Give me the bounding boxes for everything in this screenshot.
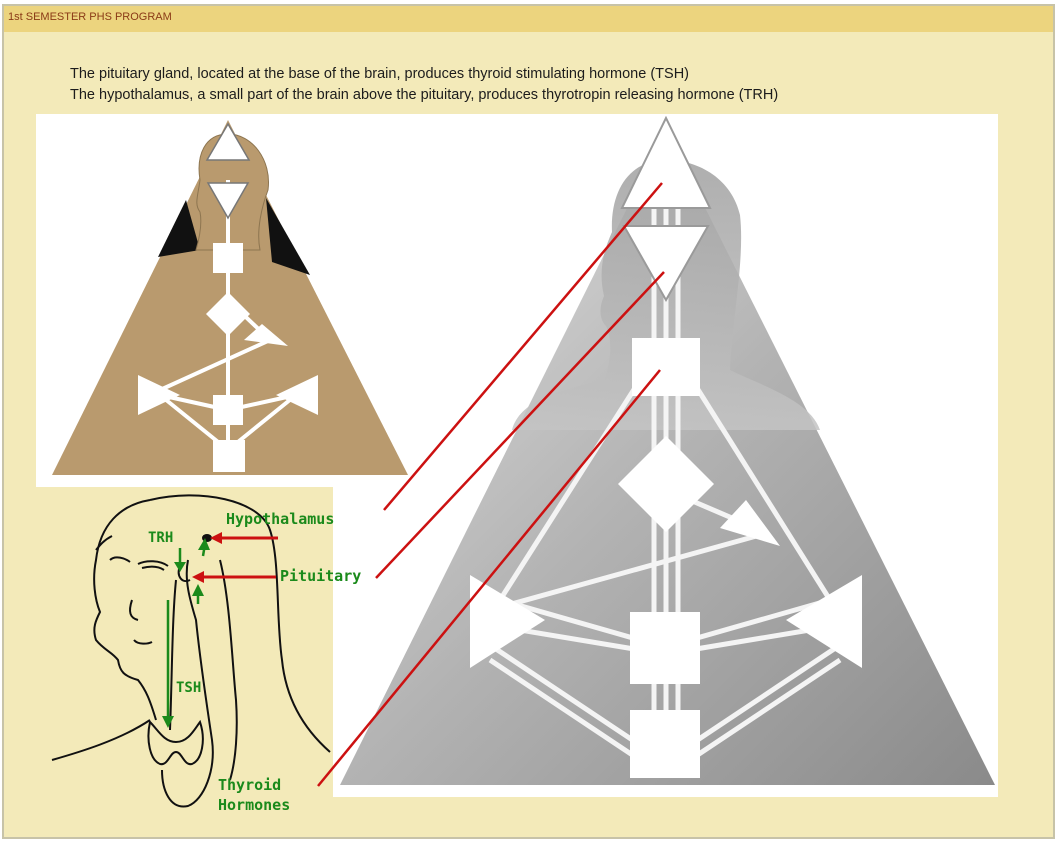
hormone-arrows bbox=[162, 538, 210, 728]
tan-spleen-centre bbox=[138, 375, 180, 415]
grey-bodygraph bbox=[340, 115, 995, 785]
label-tsh: TSH bbox=[176, 680, 202, 696]
label-trh: TRH bbox=[148, 530, 174, 546]
grey-solar-centre bbox=[786, 575, 862, 668]
grey-root-centre bbox=[630, 710, 700, 778]
label-pituitary: Pituitary bbox=[280, 567, 362, 585]
pointer-arrows bbox=[192, 532, 278, 583]
grey-sacral-centre bbox=[630, 612, 700, 684]
grey-spleen-centre bbox=[470, 575, 545, 668]
grey-g-centre bbox=[618, 436, 714, 532]
header-title: 1st SEMESTER PHS PROGRAM bbox=[8, 11, 172, 23]
tan-heart-centre bbox=[244, 324, 288, 346]
header-bar: 1st SEMESTER PHS PROGRAM bbox=[4, 6, 1053, 32]
tan-g-centre bbox=[206, 292, 250, 336]
tan-ajna-centre bbox=[206, 182, 250, 220]
tan-solar-centre bbox=[276, 375, 318, 415]
grey-heart-centre bbox=[720, 500, 780, 546]
hair-right bbox=[266, 198, 310, 275]
caption-pituitary: The pituitary gland, located at the base… bbox=[70, 66, 689, 82]
label-hypothalamus: Hypothalamus bbox=[226, 510, 335, 528]
tan-sacral-centre bbox=[213, 395, 243, 425]
grey-head-centre bbox=[620, 115, 712, 209]
grey-throat-centre bbox=[632, 338, 700, 396]
label-thyroid-line1: Thyroid bbox=[218, 776, 282, 794]
tan-bodygraph bbox=[52, 120, 408, 475]
grey-ajna-centre bbox=[622, 225, 710, 303]
label-thyroid-line2: Hormones bbox=[218, 796, 291, 814]
hair-left bbox=[158, 200, 200, 257]
tan-root-centre bbox=[213, 440, 245, 472]
connector-lines bbox=[317, 182, 665, 787]
head-sketch bbox=[51, 494, 331, 808]
caption-hypothalamus: The hypothalamus, a small part of the br… bbox=[70, 87, 779, 103]
tan-throat-centre bbox=[213, 243, 243, 273]
tan-head-centre bbox=[205, 122, 251, 161]
